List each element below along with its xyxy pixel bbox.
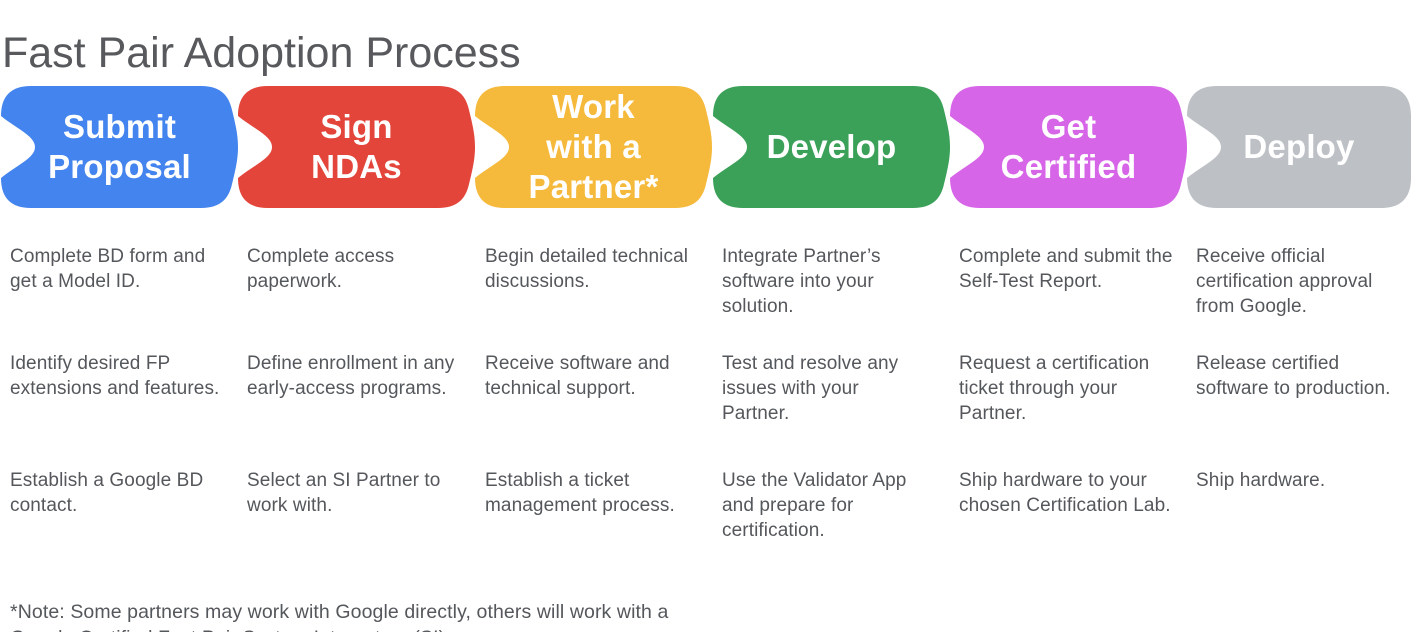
bullet-text: Ship hardware.: [1196, 470, 1326, 491]
stage-label-line: Certified: [1000, 148, 1137, 185]
stage-label-line: Work: [552, 88, 635, 125]
bullets-column-sign-ndas: Complete access paperwork. Define enroll…: [247, 244, 469, 574]
stage-shape-develop: [713, 86, 950, 208]
stage-develop: Develop: [713, 86, 950, 208]
bullet-text: Establish a ticket management process.: [485, 470, 675, 516]
stage-arrow-shape: [713, 86, 950, 208]
bullet-text: Define enrollment in any early-access pr…: [247, 353, 455, 399]
stage-arrow-shape: [475, 86, 712, 208]
bullet-text: Select an SI Partner to work with.: [247, 470, 441, 516]
bullet-text: Integrate Partner’s software into your s…: [722, 246, 881, 317]
bullet-text: Complete BD form and get a Model ID.: [10, 246, 206, 292]
footnote: *Note: Some partners may work with Googl…: [10, 600, 669, 632]
stage-label-sign-ndas: Sign NDAs: [238, 86, 475, 208]
stage-shape-submit-proposal: [1, 86, 238, 208]
bullet-text: Ship hardware to your chosen Certificati…: [959, 470, 1171, 516]
bullets-column-submit-proposal: Complete BD form and get a Model ID. Ide…: [10, 244, 232, 574]
stage-label-get-certified: Get Certified: [950, 86, 1187, 208]
bullet-text: Establish a Google BD contact.: [10, 470, 204, 516]
page-title: Fast Pair Adoption Process: [2, 28, 521, 77]
bullet-text: Identify desired FP extensions and featu…: [10, 353, 220, 399]
stage-label-line: Sign: [320, 108, 393, 145]
stage-label-develop: Develop: [713, 86, 950, 208]
stage-shape-get-certified: [950, 86, 1187, 208]
stage-arrow-shape: [238, 86, 475, 208]
bullet-text: Begin detailed technical discussions.: [485, 246, 689, 292]
stage-label-line: Submit: [62, 108, 177, 145]
stage-get-certified: Get Certified: [950, 86, 1187, 208]
stage-shape-deploy: [1187, 86, 1411, 208]
stage-label-submit-proposal: Submit Proposal: [1, 86, 238, 208]
stage-shape-sign-ndas: [238, 86, 475, 208]
stage-label-line: Get: [1040, 108, 1097, 145]
bullet-text: Request a certification ticket through y…: [959, 353, 1150, 424]
bullet-text: Use the Validator App and prepare for ce…: [722, 470, 907, 541]
stage-label-line: with a: [546, 128, 641, 165]
bullet-text: Receive official certification approval …: [1196, 246, 1373, 317]
bullets-column-get-certified: Complete and submit the Self-Test Report…: [959, 244, 1181, 574]
stage-shape-work-with-a-partner: [475, 86, 712, 208]
bullet-text: Complete access paperwork.: [247, 246, 395, 292]
bullet-text: Release certified software to production…: [1196, 353, 1391, 399]
stage-sign-ndas: Sign NDAs: [238, 86, 475, 208]
stage-label-line: NDAs: [311, 148, 402, 185]
bullet-text: Complete and submit the Self-Test Report…: [959, 246, 1173, 292]
stage-label-work-with-a-partner: Work with a Partner*: [475, 86, 712, 208]
bullet-text: Receive software and technical support.: [485, 353, 670, 399]
stage-arrow-shape: [950, 86, 1187, 208]
stage-arrow-shape: [1187, 86, 1411, 208]
bullets-column-work-with-a-partner: Begin detailed technical discussions. Re…: [485, 244, 707, 574]
bullets-column-deploy: Receive official certification approval …: [1196, 244, 1396, 574]
stage-submit-proposal: Submit Proposal: [1, 86, 238, 208]
stage-arrow-shape: [1, 86, 238, 208]
bullets-column-develop: Integrate Partner’s software into your s…: [722, 244, 927, 574]
stage-label-line: Deploy: [1243, 128, 1355, 165]
stage-label-line: Partner*: [528, 168, 659, 205]
stage-label-line: Proposal: [48, 148, 191, 185]
bullet-text: Test and resolve any issues with your Pa…: [722, 353, 899, 424]
stage-work-with-a-partner: Work with a Partner*: [475, 86, 712, 208]
stage-deploy: Deploy: [1187, 86, 1411, 208]
stage-label-deploy: Deploy: [1187, 86, 1411, 208]
stage-label-line: Develop: [766, 128, 897, 165]
